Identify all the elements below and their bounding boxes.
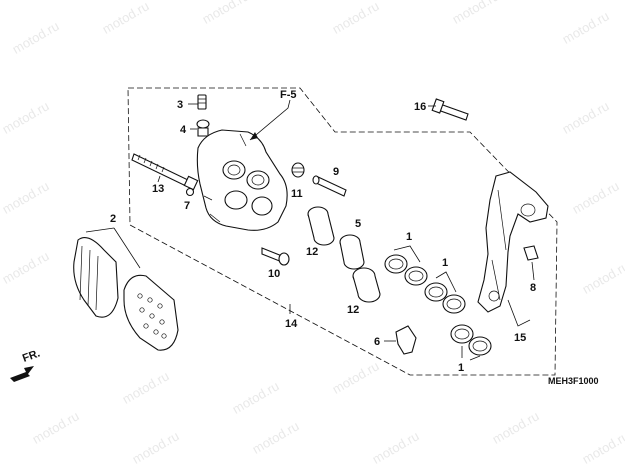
slide-bolt-part — [291, 162, 347, 197]
pin-clip-part — [185, 187, 195, 197]
caliper-bracket-part — [477, 171, 549, 313]
piston-seal-part — [384, 254, 492, 356]
callout-1b: 1 — [442, 257, 448, 269]
callout-8: 8 — [530, 282, 536, 294]
leader-13 — [157, 175, 161, 183]
callout-5: 5 — [355, 218, 361, 230]
section-ref-label: F-5 — [280, 89, 297, 101]
guide-pin-part — [261, 247, 290, 266]
leader-1a — [393, 245, 421, 263]
callout-1c: 1 — [458, 362, 464, 374]
leader-1b — [435, 271, 457, 293]
section-ref-arrowhead — [250, 132, 258, 140]
callout-3: 3 — [177, 99, 183, 111]
leader-1c — [461, 346, 481, 361]
callout-1a: 1 — [406, 231, 412, 243]
callout-12a: 12 — [306, 246, 318, 258]
front-direction-indicator — [10, 366, 34, 382]
caliper-body-part — [196, 129, 288, 231]
callout-2: 2 — [110, 213, 116, 225]
callout-13: 13 — [152, 183, 164, 195]
callout-9: 9 — [333, 166, 339, 178]
callout-16: 16 — [414, 101, 426, 113]
mounting-bolt-part — [431, 98, 469, 121]
callout-6: 6 — [374, 336, 380, 348]
piston-part — [307, 206, 381, 303]
pad-pin-part — [131, 153, 199, 191]
diagram-code: MEH3F1000 — [548, 376, 599, 386]
callout-12b: 12 — [347, 304, 359, 316]
direction-label: FR. — [21, 347, 42, 364]
callout-10: 10 — [268, 268, 280, 280]
callout-14: 14 — [285, 318, 298, 330]
pad-retainer-part — [523, 245, 539, 261]
callout-15: 15 — [514, 332, 526, 344]
brake-pad-part — [73, 237, 179, 351]
bleed-screw-part — [196, 94, 210, 137]
callout-11: 11 — [291, 188, 303, 200]
callout-7: 7 — [184, 200, 190, 212]
callout-4: 4 — [180, 124, 187, 136]
leader-2 — [85, 227, 141, 269]
assembly-boundary — [127, 87, 558, 376]
section-ref-arrow — [249, 99, 291, 141]
leader-8 — [531, 261, 535, 281]
pad-spring-part — [395, 325, 417, 355]
leader-15 — [507, 299, 531, 327]
